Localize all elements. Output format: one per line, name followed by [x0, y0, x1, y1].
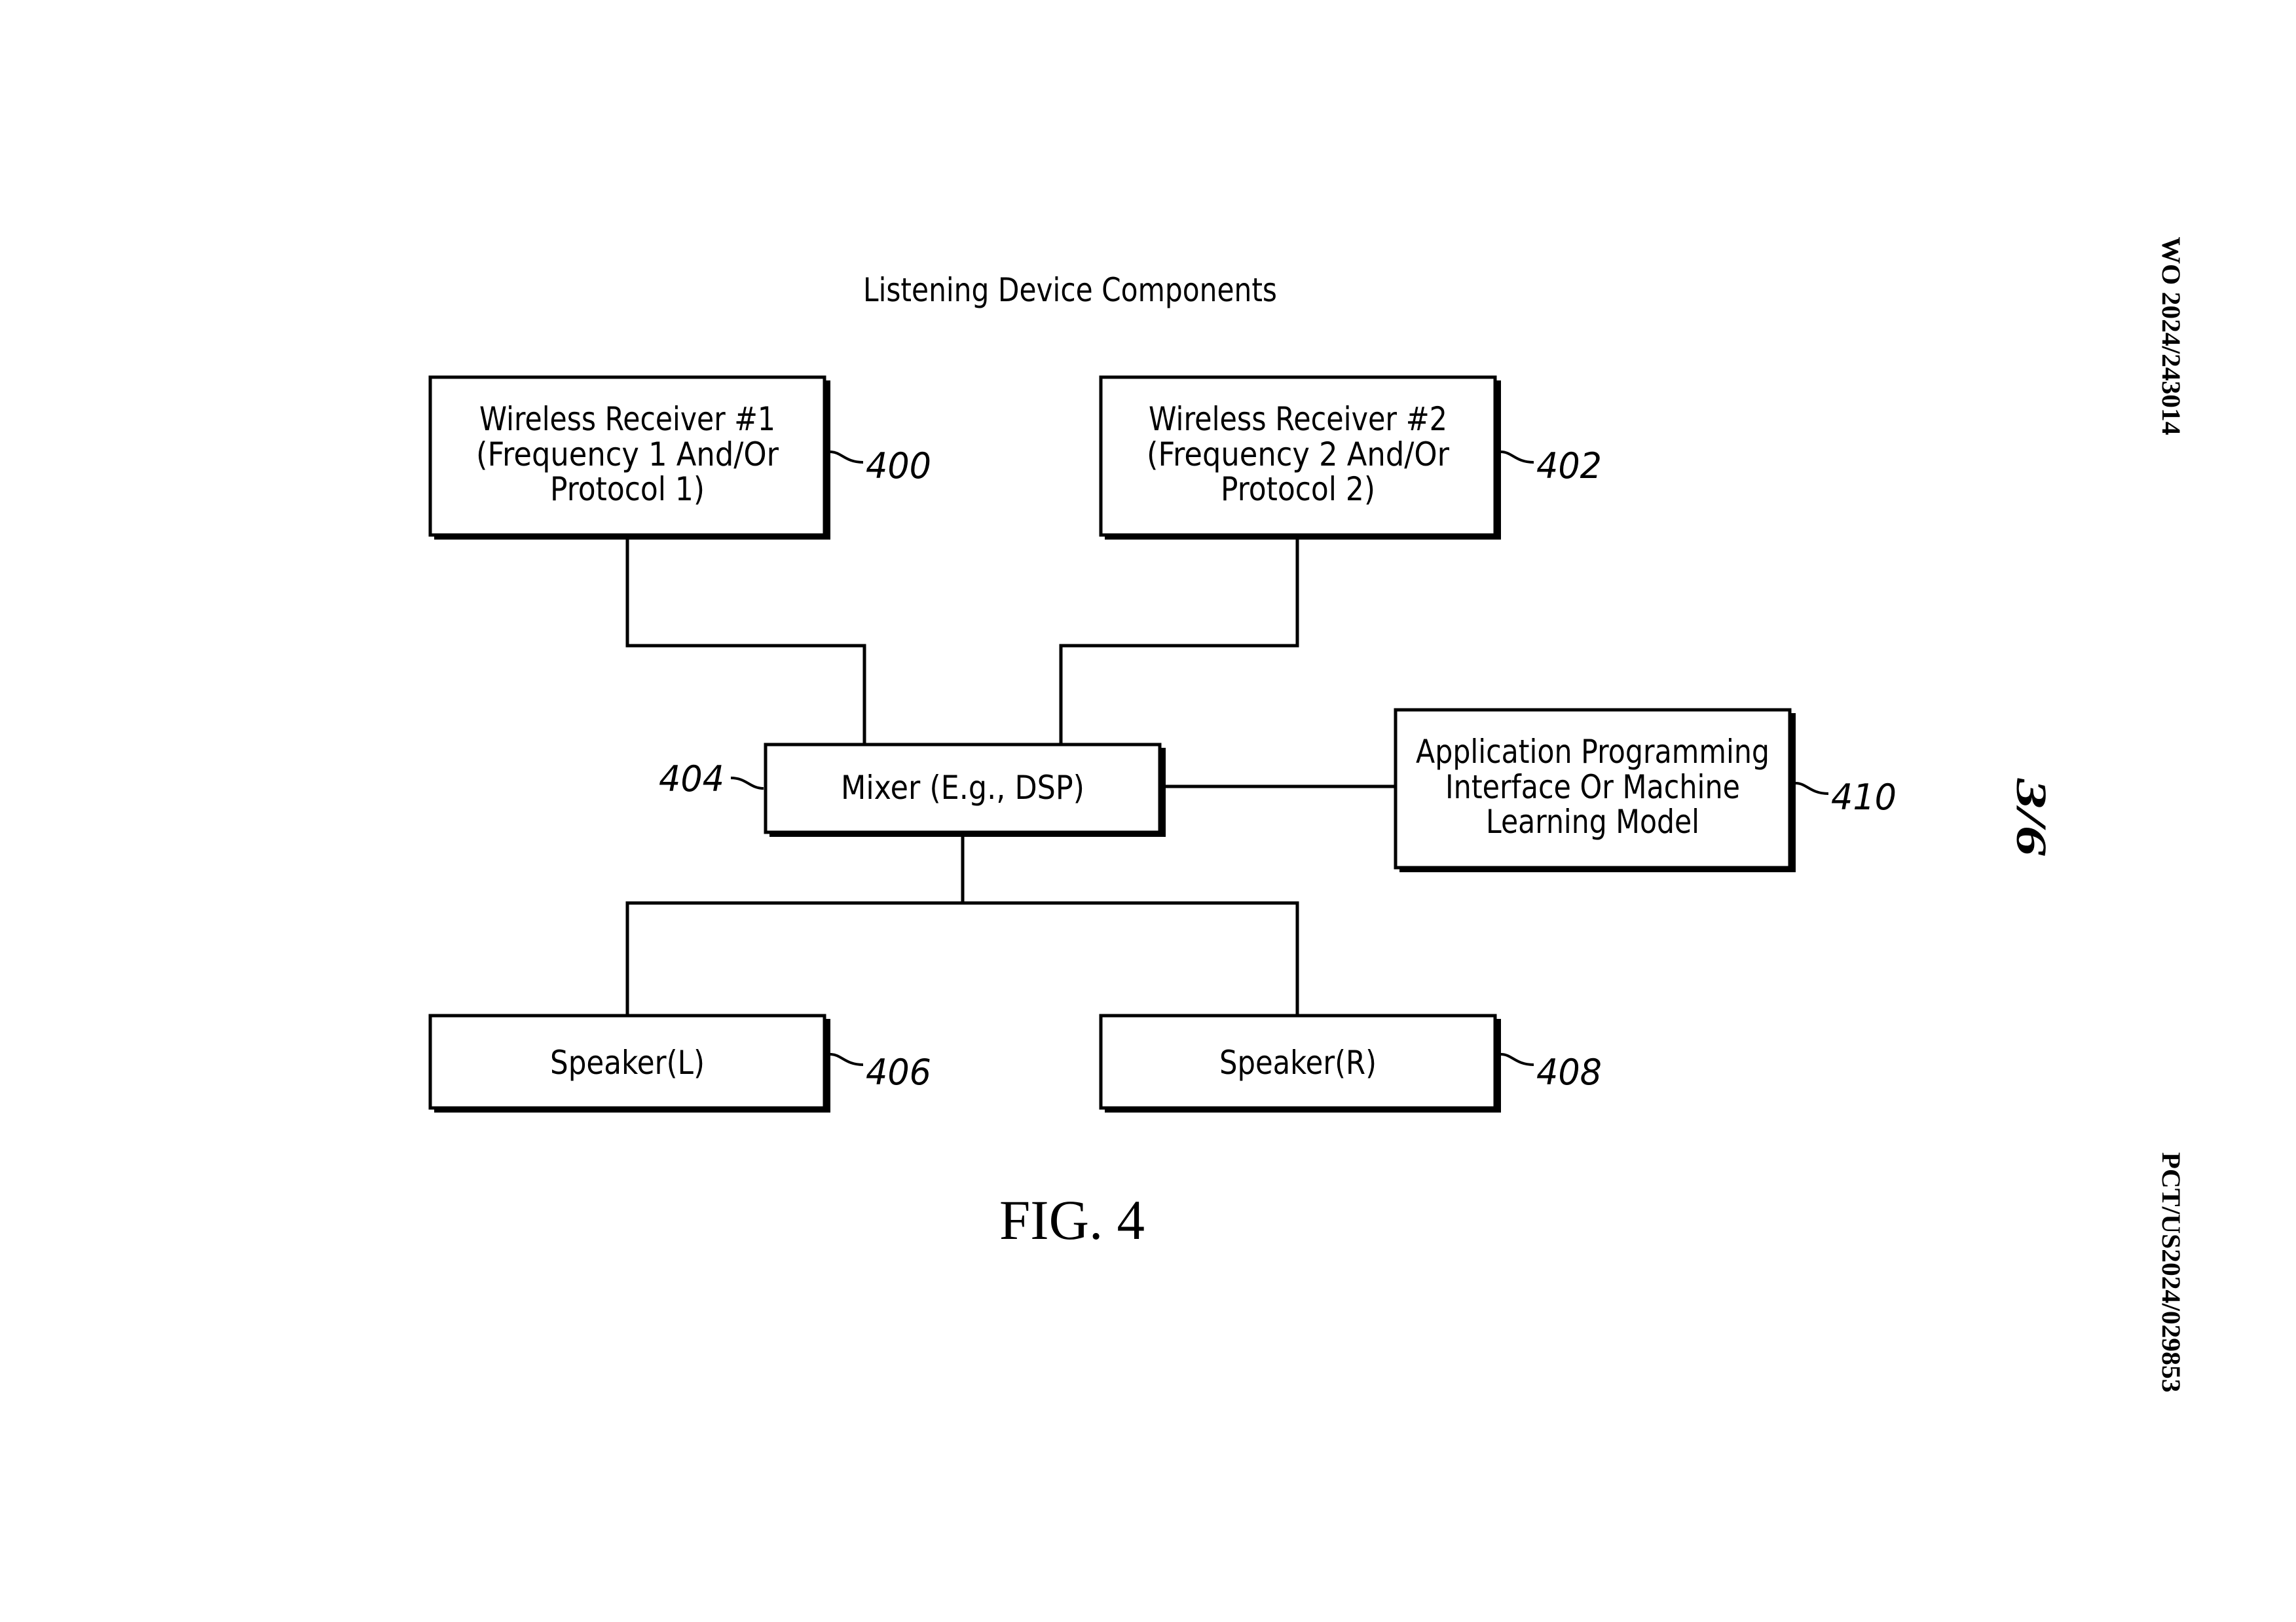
- reference-numeral-402: 402: [1536, 445, 1602, 487]
- block-label-line: Protocol 2): [1221, 470, 1375, 508]
- reference-numeral-410: 410: [1831, 777, 1897, 818]
- block-frame: [764, 743, 1162, 834]
- block-frame: [428, 375, 826, 537]
- application-number: PCT/US2024/029853: [2157, 1152, 2186, 1393]
- block-label-line: Speaker(L): [550, 1044, 705, 1082]
- reference-numeral-406: 406: [866, 1052, 931, 1093]
- block-speaker-right: Speaker(R): [1099, 1014, 1501, 1113]
- leader-line-408: [1500, 1053, 1534, 1066]
- wire-speaker-bus: [625, 901, 1299, 1015]
- figure-label: FIG. 4: [999, 1189, 1145, 1251]
- sheet-number: 3/6: [2007, 778, 2055, 856]
- block-api-machine-learning-model: Application Programming Interface Or Mac…: [1394, 708, 1796, 872]
- diagram-title: Listening Device Components: [863, 271, 1277, 309]
- block-frame: [1099, 375, 1497, 537]
- block-wireless-receiver-2: Wireless Receiver #2 (Frequency 2 And/Or…: [1099, 375, 1501, 540]
- leader-line-404: [730, 777, 764, 790]
- reference-numeral-408: 408: [1536, 1052, 1602, 1093]
- leader-line-402: [1500, 451, 1534, 464]
- block-label-line: Protocol 1): [550, 470, 705, 508]
- block-label-line: Wireless Receiver #2: [1149, 400, 1447, 438]
- reference-numeral-404: 404: [659, 758, 724, 800]
- leader-line-400: [830, 451, 864, 464]
- block-label-line: Speaker(R): [1219, 1044, 1377, 1082]
- block-label-line: (Frequency 1 And/Or: [476, 435, 779, 473]
- connection-wires: [625, 538, 1396, 1015]
- wire-receiver1-to-mixer: [625, 538, 866, 744]
- leader-line-410: [1795, 782, 1829, 795]
- block-label-line: Learning Model: [1486, 803, 1699, 841]
- block-frame: [1394, 708, 1792, 870]
- wire-receiver2-to-mixer: [1059, 538, 1299, 744]
- block-label-line: Interface Or Machine: [1445, 768, 1740, 806]
- leader-line-406: [830, 1053, 864, 1066]
- block-frame: [1099, 1014, 1497, 1110]
- block-label-line: Mixer (E.g., DSP): [841, 769, 1084, 807]
- block-speaker-left: Speaker(L): [428, 1014, 830, 1113]
- block-wireless-receiver-1: Wireless Receiver #1 (Frequency 1 And/Or…: [428, 375, 830, 540]
- reference-numeral-400: 400: [866, 445, 931, 487]
- block-mixer: Mixer (E.g., DSP): [764, 743, 1166, 837]
- block-label-line: (Frequency 2 And/Or: [1147, 435, 1449, 473]
- block-label-line: Application Programming: [1416, 733, 1769, 771]
- block-frame: [428, 1014, 826, 1110]
- publication-number: WO 2024/243014: [2157, 237, 2186, 435]
- block-label-line: Wireless Receiver #1: [479, 400, 775, 438]
